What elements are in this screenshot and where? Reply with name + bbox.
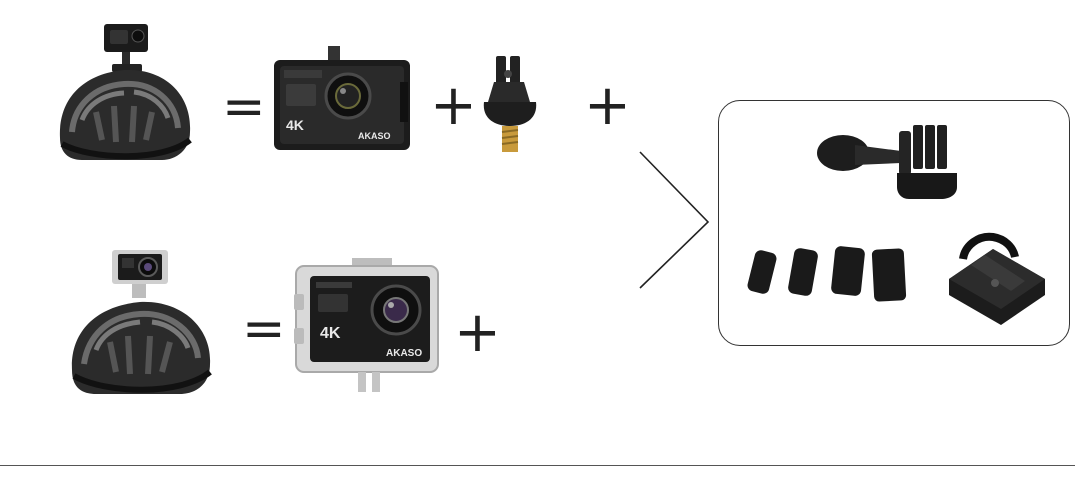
plus-sign-3: + [454,300,501,365]
divider-line [0,465,1075,466]
chevron-right-icon [639,151,710,289]
plus-sign-2: + [584,73,631,138]
case-camera-brand: AKASO [386,348,422,359]
tripod-screw-adapter [483,56,537,152]
helmet-with-camera-1 [59,24,192,160]
action-camera-in-frame: 4K AKASO [274,46,410,150]
action-camera-in-waterproof-case: 4K AKASO [294,258,439,392]
curved-base-mount [949,232,1045,325]
adhesive-strips [747,246,907,302]
helmet-with-camera-2 [71,250,212,394]
plus-sign-1: + [430,73,477,138]
accessories-panel [718,100,1070,346]
case-camera-4k-badge: 4K [320,325,341,342]
j-hook-mount-adapter [817,125,957,199]
equals-sign-1: = [222,77,266,137]
equals-sign-2: = [242,299,286,359]
camera-front-4k-badge: 4K [286,117,304,133]
camera-front-brand: AKASO [358,131,391,141]
